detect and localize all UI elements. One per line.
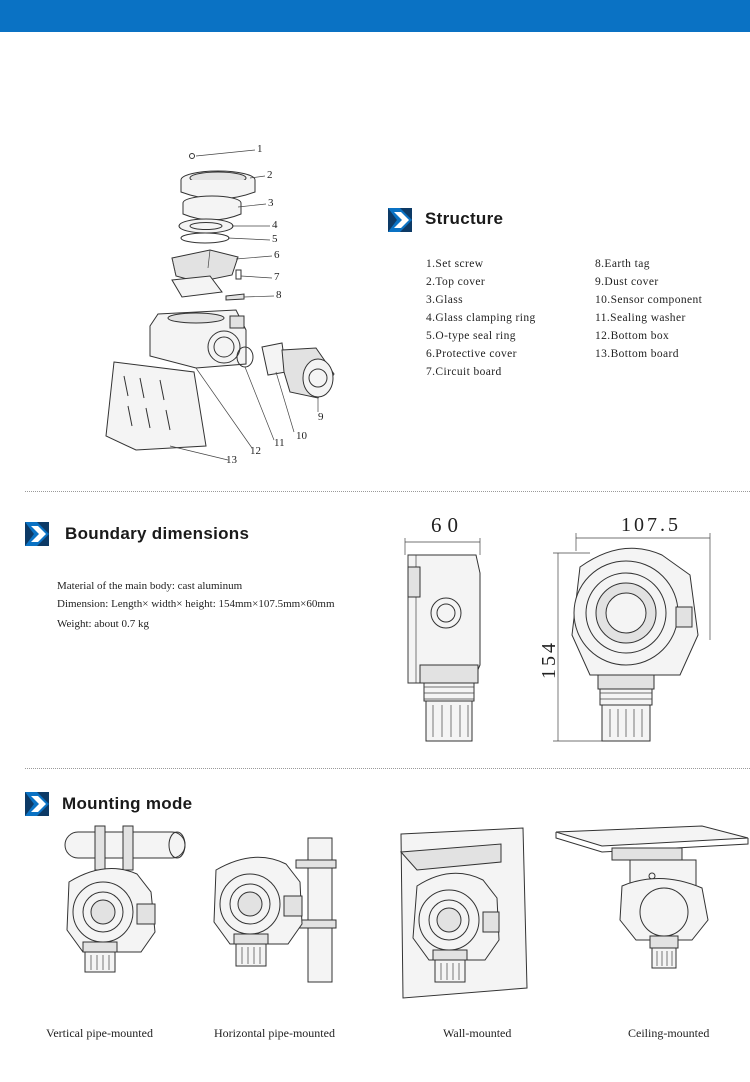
- weight-text: Weight: about 0.7 kg: [57, 618, 149, 630]
- callout-3: 3: [268, 197, 274, 209]
- mode-caption-wall: Wall-mounted: [443, 1026, 512, 1040]
- mode-caption-horizontal-pipe: Horizontal pipe-mounted: [214, 1026, 335, 1040]
- callout-1: 1: [257, 143, 263, 155]
- ceiling-mount-drawing: [555, 825, 749, 969]
- callout-8: 8: [276, 289, 282, 301]
- dimension-text: Dimension: Length× width× height: 154mm×…: [57, 598, 335, 610]
- callout-13: 13: [226, 454, 237, 466]
- width-dimension-label: 107.5: [621, 514, 681, 536]
- part-item: 1.Set screw: [426, 258, 484, 270]
- part-item: 13.Bottom board: [595, 348, 679, 360]
- part-item: 8.Earth tag: [595, 258, 650, 270]
- section-divider: [25, 491, 750, 492]
- callout-7: 7: [274, 271, 280, 283]
- part-item: 4.Glass clamping ring: [426, 312, 536, 324]
- callout-11: 11: [274, 437, 285, 449]
- part-item: 12.Bottom box: [595, 330, 670, 342]
- part-item: 6.Protective cover: [426, 348, 517, 360]
- callout-12: 12: [250, 445, 261, 457]
- horizontal-pipe-mount-drawing: [213, 837, 337, 983]
- section-arrow-icon: [25, 792, 49, 816]
- side-view-drawing: [404, 538, 481, 742]
- part-item: 9.Dust cover: [595, 276, 659, 288]
- callout-2: 2: [267, 169, 273, 181]
- wall-mount-drawing: [399, 827, 528, 999]
- parts-list-right: 8.Earth tag 9.Dust cover 10.Sensor compo…: [595, 255, 702, 363]
- section-arrow-icon: [388, 208, 412, 232]
- parts-list-left: 1.Set screw 2.Top cover 3.Glass 4.Glass …: [426, 255, 536, 381]
- part-item: 10.Sensor component: [595, 294, 703, 306]
- callout-9: 9: [318, 411, 324, 423]
- material-text: Material of the main body: cast aluminum: [57, 580, 243, 592]
- vertical-pipe-mount-drawing: [64, 825, 186, 973]
- structure-title: Structure: [425, 209, 504, 228]
- part-item: 11.Sealing washer: [595, 312, 686, 324]
- part-item: 2.Top cover: [426, 276, 486, 288]
- callout-4: 4: [272, 219, 278, 231]
- section-arrow-icon: [25, 522, 49, 546]
- part-item: 7.Circuit board: [426, 366, 502, 378]
- callout-10: 10: [296, 430, 307, 442]
- mode-caption-ceiling: Ceiling-mounted: [628, 1026, 710, 1040]
- front-view-drawing: [553, 533, 711, 742]
- mounting-title: Mounting mode: [62, 794, 193, 813]
- part-item: 5.O-type seal ring: [426, 330, 516, 342]
- callout-5: 5: [272, 233, 278, 245]
- mode-caption-vertical-pipe: Vertical pipe-mounted: [46, 1026, 153, 1040]
- header-bar: [0, 0, 750, 32]
- part-item: 3.Glass: [426, 294, 463, 306]
- callout-6: 6: [274, 249, 280, 261]
- exploded-view-diagram: [105, 149, 335, 461]
- height-dimension-label: 154: [538, 640, 560, 679]
- section-divider: [25, 768, 750, 769]
- depth-dimension-label: 60: [431, 513, 464, 537]
- dimensions-title: Boundary dimensions: [65, 524, 250, 543]
